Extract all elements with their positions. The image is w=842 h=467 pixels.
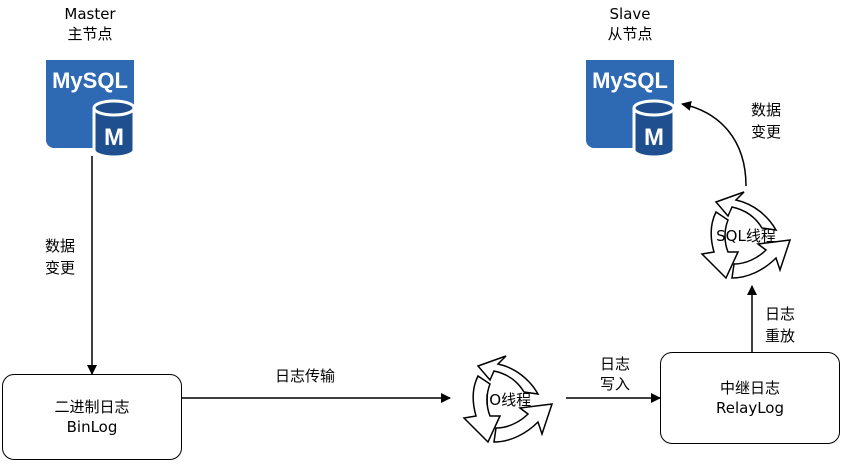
master-logo-text: MySQL	[52, 68, 128, 93]
slave-title: Slave	[609, 5, 651, 23]
slave-change-label-1: 数据	[750, 101, 781, 119]
relaylog-label-cn: 中继日志	[719, 379, 780, 397]
master-subtitle: 主节点	[67, 25, 113, 43]
binlog-label-cn: 二进制日志	[54, 398, 130, 416]
master-change-label-1: 数据	[44, 237, 75, 255]
log-write-label-2: 写入	[599, 375, 630, 393]
relaylog-label-en: RelayLog	[715, 399, 784, 417]
log-replay-label-1: 日志	[764, 305, 795, 323]
master-mysql-logo-icon: MySQL M	[46, 60, 136, 156]
log-write-label-1: 日志	[599, 355, 630, 373]
master-change-label-2: 变更	[44, 259, 75, 277]
log-transfer-label: 日志传输	[274, 367, 335, 385]
edge-sql-to-slave	[681, 100, 747, 187]
slave-logo-text: MySQL	[592, 68, 668, 93]
sql-thread-label: SQL线程	[716, 227, 776, 245]
slave-mysql-logo-icon: MySQL M	[586, 60, 676, 156]
slave-logo-badge: M	[644, 124, 664, 151]
master-logo-badge: M	[104, 124, 124, 151]
log-replay-label-2: 重放	[764, 327, 795, 345]
slave-subtitle: 从节点	[607, 25, 653, 43]
io-thread-label: IO线程	[484, 391, 532, 409]
relaylog-box: 中继日志 RelayLog	[660, 352, 840, 444]
master-title: Master	[64, 5, 116, 23]
binlog-box: 二进制日志 BinLog	[2, 374, 182, 460]
slave-change-label-2: 变更	[750, 123, 781, 141]
binlog-label-en: BinLog	[66, 418, 118, 436]
